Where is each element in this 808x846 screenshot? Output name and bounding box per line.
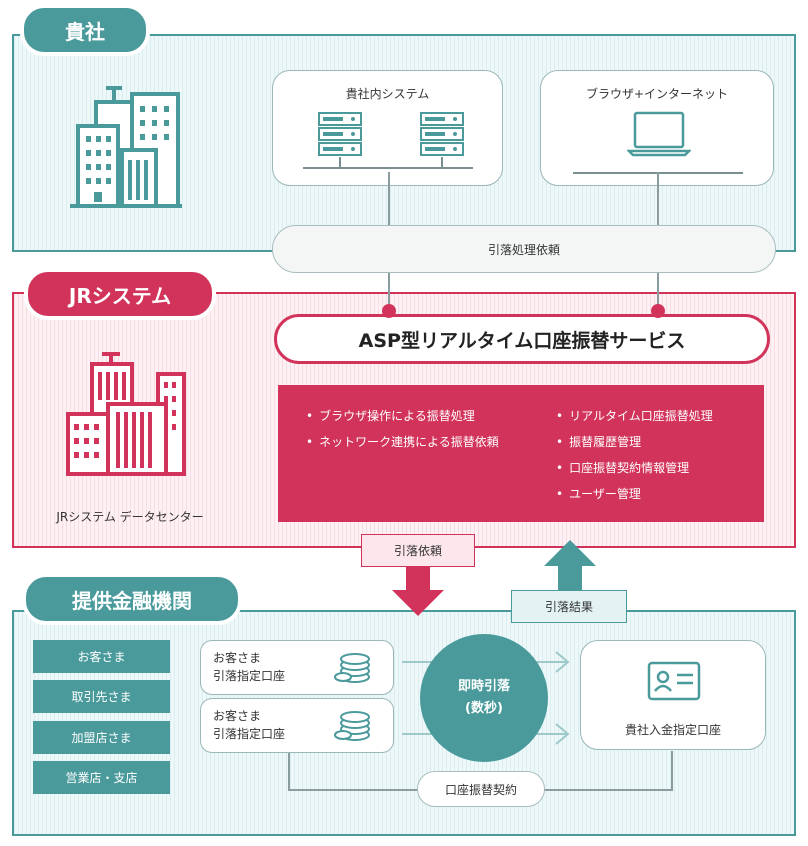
account-line: 引落指定口座 <box>213 727 286 741</box>
up-arrow-icon <box>544 540 596 592</box>
instant-debit-circle: 即時引落 (数秒) <box>420 634 548 762</box>
feature-list-right: リアルタイム口座振替処理 振替履歴管理 口座振替契約情報管理 ユーザー管理 <box>556 403 713 507</box>
internal-system-box: 貴社内システム <box>272 70 503 186</box>
jr-section-tab: JRシステム <box>24 268 216 320</box>
feature-item: ネットワーク連携による振替依頼 <box>306 429 499 455</box>
account-line: お客さま <box>213 651 262 665</box>
debit-request-label: 引落依頼 <box>361 534 475 567</box>
browser-internet-label: ブラウザ+インターネット <box>585 87 729 101</box>
server-icon <box>420 112 464 156</box>
browser-internet-box: ブラウザ+インターネット <box>540 70 774 186</box>
internal-system-label: 貴社内システム <box>345 87 430 101</box>
bank-section-tab: 提供金融機関 <box>22 573 242 625</box>
instant-debit-duration: (数秒) <box>465 701 503 716</box>
account-transfer-contract-pill: 口座振替契約 <box>417 771 545 807</box>
feature-item: リアルタイム口座振替処理 <box>556 403 713 429</box>
coin-stack-icon <box>334 653 370 683</box>
service-features-box: ブラウザ操作による振替処理 ネットワーク連携による振替依頼 リアルタイム口座振替… <box>278 385 764 522</box>
connector-line <box>288 751 290 791</box>
network-line <box>303 167 473 169</box>
deposit-account-box: 貴社入金指定口座 <box>580 640 766 750</box>
client-section-tab: 貴社 <box>20 4 150 56</box>
debit-process-request-pill: 引落処理依頼 <box>272 225 776 273</box>
network-line <box>441 157 443 167</box>
id-card-icon <box>647 661 701 701</box>
down-arrow-icon <box>392 566 444 616</box>
datacenter-label: JRシステム データセンター <box>56 510 204 524</box>
customer-debit-account-box: お客さま引落指定口座 <box>200 698 394 753</box>
feature-item: 口座振替契約情報管理 <box>556 455 713 481</box>
datacenter-building-icon <box>66 352 186 476</box>
connector-line <box>671 751 673 791</box>
network-line <box>339 157 341 167</box>
account-line: お客さま <box>213 709 262 723</box>
deposit-account-label: 貴社入金指定口座 <box>624 723 721 737</box>
server-icon <box>318 112 362 156</box>
customer-category: 営業店・支店 <box>33 761 170 794</box>
customer-debit-account-box: お客さま引落指定口座 <box>200 640 394 695</box>
connection-dot <box>651 304 665 318</box>
instant-debit-label: 即時引落 <box>457 679 510 694</box>
feature-item: ユーザー管理 <box>556 481 713 507</box>
customer-category: 加盟店さま <box>33 721 170 754</box>
feature-item: ブラウザ操作による振替処理 <box>306 403 499 429</box>
laptop-icon <box>627 111 691 157</box>
asp-service-title: ASP型リアルタイム口座振替サービス <box>274 314 770 364</box>
feature-item: 振替履歴管理 <box>556 429 713 455</box>
customer-category: お客さま <box>33 640 170 673</box>
account-line: 引落指定口座 <box>213 669 286 683</box>
connection-dot <box>382 304 396 318</box>
customer-category: 取引先さま <box>33 680 170 713</box>
coin-stack-icon <box>334 711 370 741</box>
feature-list-left: ブラウザ操作による振替処理 ネットワーク連携による振替依頼 <box>306 403 499 455</box>
office-building-icon <box>70 86 182 208</box>
debit-result-label: 引落結果 <box>511 590 627 623</box>
